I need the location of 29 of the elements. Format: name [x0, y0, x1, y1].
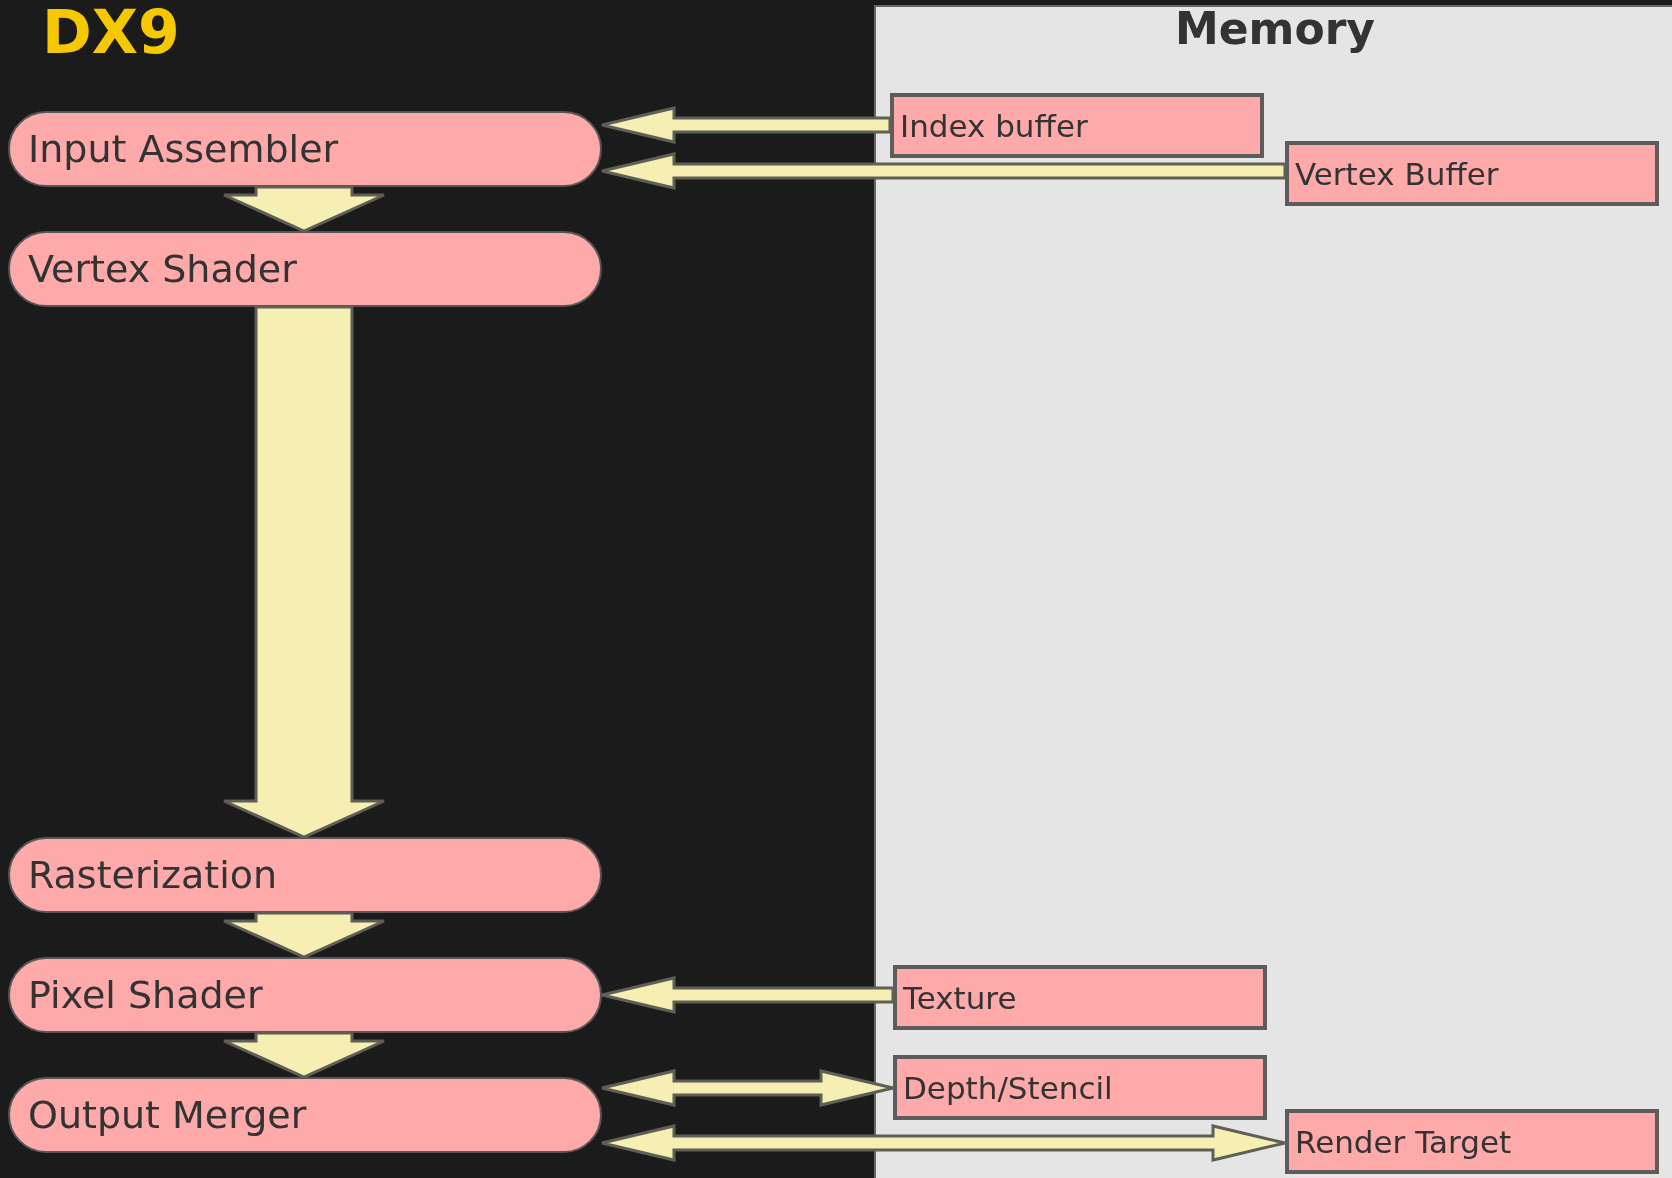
- block-arrow: [222, 911, 386, 959]
- block-arrow: [222, 1031, 386, 1079]
- diagram-title: DX9: [42, 2, 180, 62]
- stage-pill: [8, 111, 602, 187]
- node-label: Index buffer: [900, 107, 1088, 144]
- stage-pill: [8, 1077, 602, 1153]
- block-arrow: [600, 1124, 1287, 1162]
- node-label: Output Merger: [28, 1093, 307, 1137]
- node-label: Render Target: [1295, 1123, 1512, 1160]
- buffer-box: [1285, 141, 1659, 206]
- panel-heading: Memory: [1174, 3, 1376, 54]
- buffer-box: [890, 93, 1264, 158]
- memory-panel: [874, 5, 1672, 1178]
- block-arrow: [600, 1069, 895, 1107]
- buffer-box: [893, 1055, 1267, 1120]
- block-arrow: [222, 185, 386, 233]
- block-arrow: [600, 152, 1287, 190]
- buffer-box: [1285, 1109, 1659, 1174]
- buffer-box: [893, 965, 1267, 1030]
- node-label: Pixel Shader: [28, 973, 263, 1017]
- block-arrow: [600, 976, 895, 1014]
- node-label: Depth/Stencil: [903, 1069, 1113, 1106]
- block-arrow: [222, 305, 386, 839]
- node-label: Rasterization: [28, 853, 278, 897]
- node-label: Texture: [903, 979, 1017, 1016]
- node-label: Input Assembler: [28, 127, 339, 171]
- block-arrow: [600, 106, 892, 144]
- node-label: Vertex Buffer: [1295, 155, 1499, 192]
- node-label: Vertex Shader: [28, 247, 297, 291]
